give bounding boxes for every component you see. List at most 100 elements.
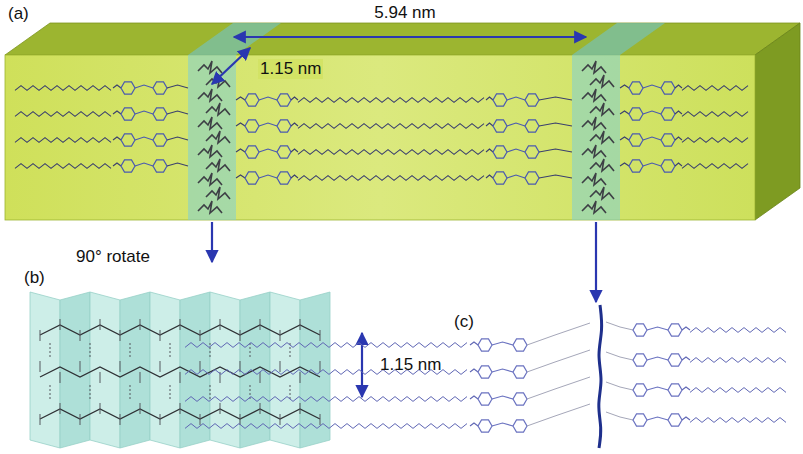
slab-side-face [755,23,800,220]
bond [620,137,629,140]
bond [675,85,682,88]
figure-label: (a) [6,4,31,24]
side-bond [180,372,181,383]
side-bond [300,319,301,330]
alkyl-chain [682,164,748,169]
benzene-ring [633,384,647,396]
side-bond [300,372,301,383]
bond [675,111,682,114]
bond [167,163,188,166]
hydrogen-bond-plane [572,55,620,220]
dimension-arrow [212,48,250,84]
linker [527,350,590,372]
hydrogen-bond [170,385,171,401]
bond [259,175,277,178]
alkyl-chain [185,343,467,348]
alkyl-chain [15,138,111,143]
figure-label: 1.15 nm [258,59,323,79]
bond [167,85,188,88]
bond [682,387,690,390]
pointer-arrow [595,222,597,302]
benzene-ring [493,94,507,106]
peptide-backbone [198,89,222,101]
peptide-backbone [198,173,222,185]
alkyl-chain [15,164,111,169]
bond [620,85,629,88]
alkyl-chain [185,424,467,429]
side-bond [60,372,61,383]
side-bond [80,414,81,425]
bond [682,417,690,420]
side-bond [220,403,221,414]
hydrogen-bond-plane-top [572,23,665,55]
side-bond [280,361,281,372]
slab-front-face [5,55,755,220]
hydrogen-bond [90,385,91,401]
side-bond [140,319,141,330]
benzene-ring [153,108,167,120]
alkyl-chain [298,150,484,155]
bond [291,175,298,178]
bond [135,163,153,166]
benzene-ring [121,82,135,94]
bond [492,396,513,399]
benzene-ring [277,94,291,106]
alkyl-chain [185,397,467,402]
peptide-backbone [206,131,230,143]
benzene-ring [493,120,507,132]
side-bond [180,403,181,414]
benzene-ring [633,324,647,336]
hydrogen-bond [170,343,171,359]
bond [470,342,478,345]
benzene-ring [478,393,492,405]
benzene-ring [153,160,167,172]
bond [113,85,121,88]
bond [486,123,493,126]
bond [643,163,661,166]
side-bond [200,414,201,425]
alkyl-chain [682,86,748,91]
benzene-ring [121,134,135,146]
bond [291,97,298,100]
bond [167,137,188,140]
alkyl-chain [690,358,786,363]
benzene-ring [245,94,259,106]
bond [675,137,682,140]
bond [470,396,478,399]
figure-label: 90° rotate [74,247,152,267]
bond [643,137,661,140]
bond [492,369,513,372]
benzene-ring [245,172,259,184]
benzene-ring [153,82,167,94]
side-bond [260,372,261,383]
benzene-ring [493,172,507,184]
peptide-backbone [582,145,606,157]
benzene-ring [493,146,507,158]
bond [486,149,493,152]
peptide-backbone [582,201,606,213]
dimension-arrow [234,36,586,38]
bond [675,163,682,166]
bond [291,149,298,152]
linker [606,412,633,420]
benzene-ring [661,108,675,120]
linker [606,322,633,330]
benzene-ring [668,414,682,426]
side-bond [140,403,141,414]
bond [507,175,525,178]
bond [259,97,277,100]
benzene-ring [629,82,643,94]
side-bond [300,403,301,414]
bond [259,149,277,152]
side-bond [220,319,221,330]
hydrogen-bond [250,343,251,359]
side-bond [80,330,81,341]
pleated-sheet-strip [150,292,180,448]
bond [620,163,629,166]
alkyl-chain [682,112,748,117]
peptide-backbone [582,61,606,73]
bond [259,123,277,126]
peptide-backbone [590,159,614,171]
